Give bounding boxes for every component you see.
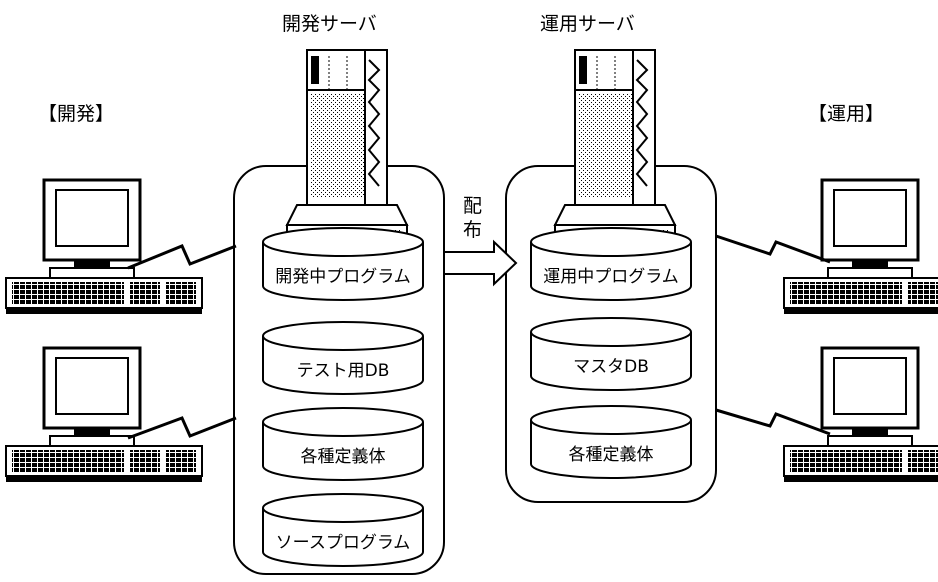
ops-workstation-1 (782, 178, 938, 316)
dev-db-2 (262, 407, 424, 481)
arrow-label-top: 配 (463, 195, 482, 217)
dev-link-1 (127, 244, 237, 270)
ops-db-2 (530, 405, 692, 479)
ops-server-title: 運用サーバ (540, 13, 635, 35)
ops-db-1 (530, 317, 692, 391)
dev-db-0-label: 開発中プログラム (275, 267, 411, 287)
ops-db-2-label: 各種定義体 (569, 445, 654, 465)
dev-workstation-2 (4, 346, 204, 484)
ops-db-0 (530, 227, 692, 301)
dev-db-1-label: テスト用DB (297, 361, 390, 381)
arrow-label-bottom: 布 (463, 219, 482, 241)
ops-db-0-label: 運用中プログラム (543, 267, 679, 287)
ops-db-1-label: マスタDB (573, 357, 649, 377)
dev-db-1 (262, 321, 424, 395)
distribution-arrow (443, 239, 518, 287)
dev-db-3 (262, 493, 424, 567)
dev-server-title: 開発サーバ (282, 13, 377, 35)
dev-group-label: 【開発】 (38, 103, 114, 125)
ops-link-2 (715, 408, 831, 436)
dev-db-0 (262, 227, 424, 301)
ops-workstation-2 (782, 346, 938, 484)
dev-db-2-label: 各種定義体 (301, 447, 386, 467)
dev-workstation-1 (4, 178, 204, 316)
ops-link-1 (715, 234, 831, 264)
dev-link-2 (127, 416, 237, 440)
ops-group-label: 【運用】 (808, 103, 884, 125)
dev-db-3-label: ソースプログラム (276, 533, 411, 553)
